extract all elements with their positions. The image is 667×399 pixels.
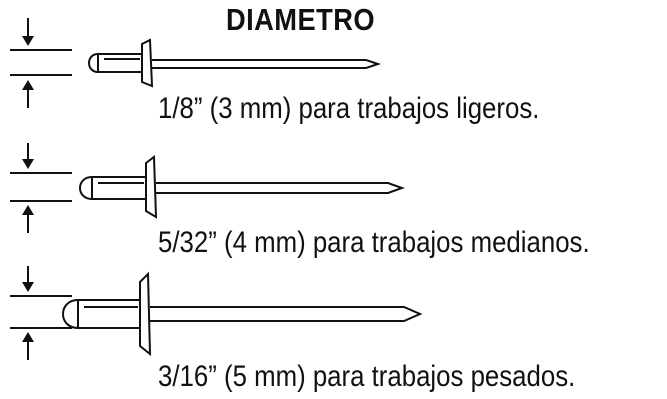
rivet-mandrel	[152, 59, 382, 69]
diagram-title: DIAMETRO	[226, 2, 376, 37]
rivet-body	[97, 53, 143, 73]
rivet-medium-illustration	[10, 143, 405, 233]
caption-large: 3/16” (5 mm) para trabajos pesados.	[158, 360, 576, 393]
rivet-large-illustration	[10, 266, 423, 360]
rivet-small-illustration	[10, 18, 382, 108]
caption-small: 1/8” (3 mm) para trabajos ligeros.	[158, 92, 540, 125]
rivet-flange	[141, 38, 154, 88]
caption-medium: 5/32” (4 mm) para trabajos medianos.	[158, 226, 590, 259]
rivet-tail	[88, 53, 99, 73]
